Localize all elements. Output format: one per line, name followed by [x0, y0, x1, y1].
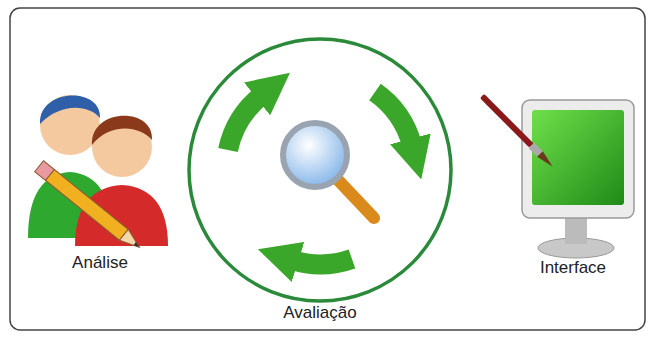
screen-figure: Interface	[503, 90, 643, 278]
outer-frame	[10, 8, 645, 330]
process-circle: Avaliação	[187, 37, 453, 323]
cycle-arrow	[228, 95, 262, 150]
pencil-icon	[35, 161, 144, 253]
magnifier-icon	[283, 123, 374, 218]
person-hair	[40, 95, 100, 124]
node-label: Avaliação	[187, 303, 453, 323]
cycle-arrow	[292, 259, 352, 264]
person-head	[40, 95, 100, 155]
monitor-icon	[479, 93, 634, 258]
brush-icon	[479, 93, 555, 169]
node-label: Interface	[503, 258, 643, 278]
circle-outline	[189, 39, 451, 301]
node-label: Análise	[30, 253, 170, 273]
cycle-arrows	[228, 92, 412, 264]
people-icon	[28, 95, 168, 253]
person-hair	[92, 116, 152, 145]
actor-figure: Análise	[30, 75, 170, 273]
cycle-arrow	[375, 92, 412, 145]
circle-outline	[187, 37, 453, 323]
